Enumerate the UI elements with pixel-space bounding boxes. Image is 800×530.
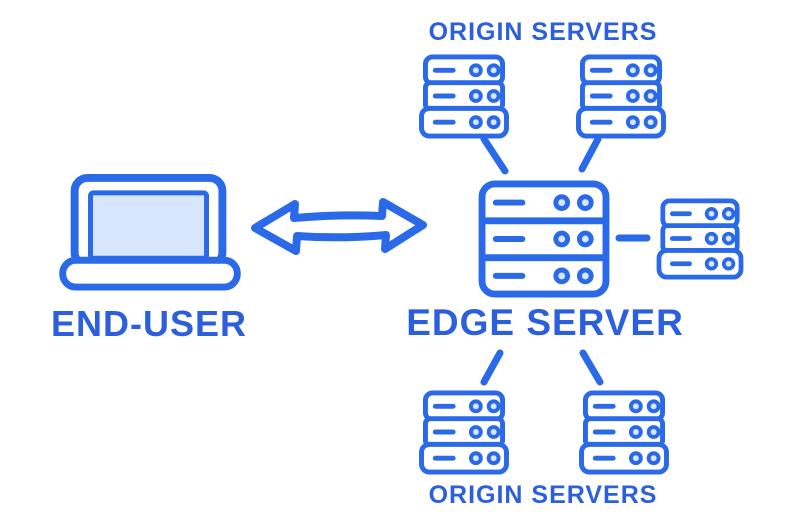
origin-servers-top-label: ORIGIN SERVERS bbox=[428, 18, 658, 46]
origin-server-icon-right bbox=[655, 198, 745, 280]
origin-server-icon-top-left bbox=[418, 54, 510, 139]
edge-server-label: EDGE SERVER bbox=[406, 302, 684, 343]
laptop-icon bbox=[59, 173, 241, 291]
origin-servers-bottom-label: ORIGIN SERVERS bbox=[428, 481, 658, 509]
origin-server-icon-bottom-right bbox=[578, 390, 670, 475]
origin-server-icon-top-right bbox=[575, 54, 667, 139]
edge-server-icon bbox=[477, 179, 611, 299]
bidirectional-arrow-icon bbox=[251, 198, 427, 255]
end-user-label: END-USER bbox=[50, 303, 248, 344]
origin-server-icon-bottom-left bbox=[418, 390, 510, 475]
